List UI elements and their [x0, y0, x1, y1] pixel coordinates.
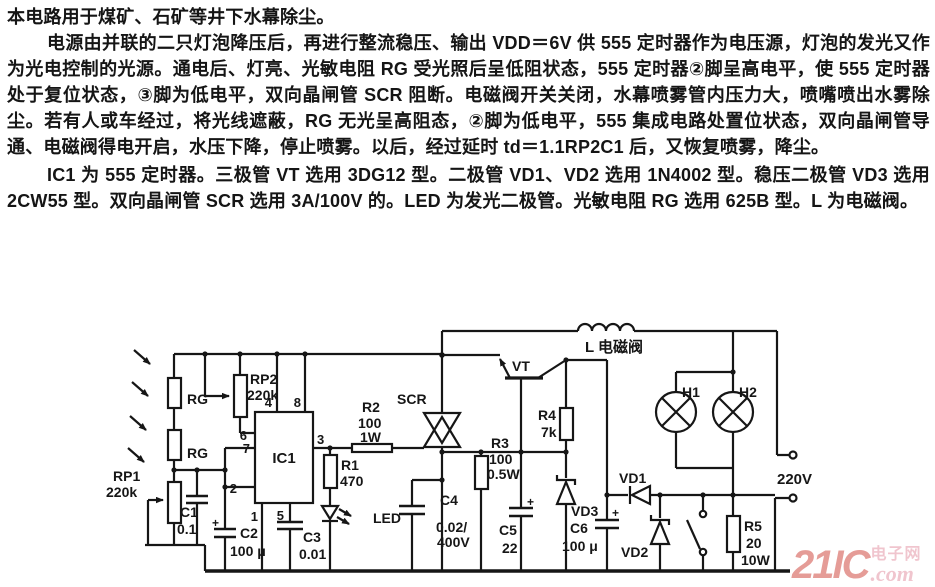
label-C6-plus: +	[612, 506, 619, 520]
label-H1: H1	[682, 384, 700, 400]
watermark-tld: .com	[870, 561, 914, 586]
label-C5-value: 22	[502, 540, 518, 556]
label-220V: 220V	[777, 471, 812, 488]
label-solenoid-L: L 电磁阀	[585, 338, 643, 356]
label-IC1: IC1	[272, 450, 295, 467]
label-VD3: VD3	[571, 503, 598, 519]
label-RP1: RP1	[113, 468, 140, 484]
light-ray-arrows	[127, 349, 151, 463]
triac-SCR-symbol	[422, 411, 462, 449]
label-pin8: 8	[294, 395, 301, 410]
paragraph-components: IC1 为 555 定时器。三极管 VT 选用 3DG12 型。二极管 VD1、…	[7, 165, 930, 211]
label-pin3: 3	[317, 432, 324, 447]
label-C1: C1	[180, 504, 198, 520]
ic1-555-box	[253, 410, 315, 505]
watermark-brand: 21IC	[792, 543, 870, 587]
label-pin4: 4	[265, 395, 273, 410]
label-C2-plus: +	[212, 516, 219, 530]
label-R1: R1	[341, 457, 359, 473]
watermark: 21IC 电子网 .com	[792, 535, 934, 585]
label-R5-power: 10W	[741, 552, 771, 568]
paragraph-intro: 本电路用于煤矿、石矿等井下水幕除尘。	[7, 7, 335, 27]
label-C4-value: 0.02/	[436, 519, 467, 535]
watermark-site-name: 电子网	[870, 546, 922, 563]
label-R2-power: 1W	[360, 429, 382, 445]
supply-terminal-bottom	[788, 493, 798, 503]
label-R2-value: 100	[358, 415, 382, 431]
label-R4-value: 7k	[541, 424, 557, 440]
label-C2-value: 100 μ	[230, 543, 266, 559]
label-VD1: VD1	[619, 470, 646, 486]
label-R2: R2	[362, 399, 380, 415]
label-R5-value: 20	[746, 535, 762, 551]
right-section-wires	[607, 331, 775, 571]
vt-emitter-arrow	[499, 358, 511, 379]
label-VD2: VD2	[621, 544, 648, 560]
label-C6: C6	[570, 520, 588, 536]
label-C4-value2: 400V	[437, 534, 470, 550]
label-C5: C5	[499, 522, 517, 538]
label-pin7: 7	[243, 441, 250, 456]
photoresistor-RG1-symbol	[166, 376, 183, 410]
label-R1-value: 470	[340, 473, 364, 489]
label-pin6: 6	[240, 428, 247, 443]
diode-VD2-symbol	[649, 515, 671, 546]
label-R5: R5	[744, 518, 762, 534]
label-R3-value: 100	[489, 451, 513, 467]
label-C1-value: 0.1	[177, 521, 197, 537]
label-H2: H2	[739, 384, 757, 400]
lamp-H1-symbol	[654, 390, 698, 434]
paragraph-operation: 电源由并联的二只灯泡降压后，再进行整流稳压、输出 VDD＝6V 供 555 定时…	[7, 33, 930, 157]
label-C4: C4	[440, 492, 458, 508]
label-R4: R4	[538, 407, 556, 423]
label-RP2: RP2	[250, 371, 277, 387]
capacitor-plates	[186, 494, 619, 539]
resistor-R5-symbol	[725, 514, 742, 554]
document-text: 本电路用于煤矿、石矿等井下水幕除尘。 电源由并联的二只灯泡降压后，再进行整流稳压…	[0, 0, 935, 214]
label-VT: VT	[512, 358, 530, 374]
label-C3-value: 0.01	[299, 546, 326, 562]
label-R3: R3	[491, 435, 509, 451]
junction-dots	[171, 351, 736, 498]
resistor-R4-symbol	[558, 406, 575, 442]
solenoid-coil-symbol	[576, 322, 636, 332]
resistor-R1-symbol	[322, 453, 339, 490]
label-C3: C3	[303, 529, 321, 545]
circuit-wires	[145, 329, 790, 573]
label-pin2: 2	[230, 481, 237, 496]
label-C6-value: 100 μ	[562, 538, 598, 554]
led-symbol	[320, 504, 352, 525]
label-RP1-value: 220k	[106, 484, 137, 500]
resistor-R2-symbol	[350, 442, 394, 454]
switch-symbol	[685, 509, 708, 557]
label-SCR: SCR	[397, 391, 427, 407]
photoresistor-RG2-symbol	[166, 428, 183, 462]
lamp-H2-symbol	[711, 390, 755, 434]
label-R3-power: 0.5W	[487, 466, 520, 482]
potentiometer-RP1-symbol	[166, 480, 183, 525]
label-C2: C2	[240, 525, 258, 541]
component-symbols	[127, 322, 798, 557]
label-RG1: RG	[187, 391, 208, 407]
label-LED: LED	[373, 510, 401, 526]
label-pin1: 1	[251, 509, 258, 524]
circuit-diagram: RG RG RP1 220k RP2 220k C1 0.1 C2 100 μ …	[106, 322, 812, 573]
label-RP2-value: 220k	[247, 387, 278, 403]
zener-VD3-symbol	[555, 475, 577, 506]
potentiometer-RP2-symbol	[232, 373, 249, 419]
diode-VD1-symbol	[628, 484, 652, 506]
resistor-R3-symbol	[473, 454, 490, 491]
label-RG2: RG	[187, 445, 208, 461]
label-C5-plus: +	[527, 495, 534, 509]
supply-terminal-top	[788, 450, 798, 460]
label-pin5: 5	[277, 508, 284, 523]
